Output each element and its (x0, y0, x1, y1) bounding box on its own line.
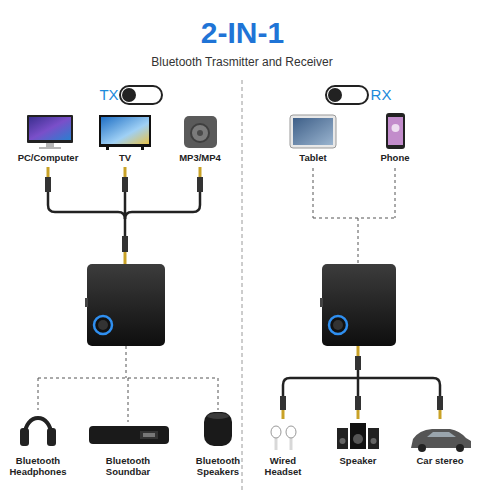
device-label: MP3/MP4 (165, 152, 235, 163)
divider-line (242, 80, 243, 492)
device-label-box: Speaker (328, 455, 388, 466)
device-label-box: Tablet (283, 152, 343, 163)
device-label: Bluetooth Headphones (6, 455, 70, 478)
tx-toggle (120, 86, 162, 104)
headphones-icon (20, 418, 56, 446)
speaker-set-icon (337, 423, 379, 449)
phone-icon (386, 113, 405, 149)
device-label: TV (95, 152, 155, 163)
device-label-box: MP3/MP4 (165, 152, 235, 163)
device-label: Car stereo (405, 455, 475, 466)
subtitle: Bluetooth Trasmitter and Receiver (92, 55, 392, 69)
tv-icon (99, 115, 151, 150)
device-label-box: Phone (365, 152, 425, 163)
mode-label: TX (0, 86, 259, 103)
earbuds-icon (271, 426, 296, 450)
bluetooth-links-rx (313, 168, 395, 264)
mp3-icon (184, 116, 217, 148)
soundbar-icon (89, 426, 169, 444)
tx-input-cables (45, 167, 203, 264)
device-label: Wired Headset (258, 455, 308, 478)
device-label-box: Car stereo (405, 455, 475, 466)
device-label-box: Wired Headset (258, 455, 308, 478)
device-label-box: TV (95, 152, 155, 163)
mode-label: RX (231, 86, 485, 103)
device-label: Bluetooth Speakers (186, 455, 250, 478)
device-label-box: Bluetooth Speakers (186, 455, 250, 478)
tablet-icon (290, 115, 336, 148)
transmitter-adapter (85, 264, 165, 346)
car-icon (411, 429, 471, 452)
device-label-box: Bluetooth Soundbar (96, 455, 160, 478)
page-title: 2-IN-1 (0, 16, 485, 50)
pc-icon (27, 115, 73, 149)
device-label: Tablet (283, 152, 343, 163)
receiver-adapter (320, 264, 396, 346)
device-label-box: PC/Computer (12, 152, 84, 163)
rx-output-cables (280, 346, 443, 419)
device-label: PC/Computer (12, 152, 84, 163)
bluetooth-links-tx (38, 346, 218, 422)
device-label: Speaker (328, 455, 388, 466)
rx-toggle (326, 86, 368, 104)
device-label-box: Bluetooth Headphones (6, 455, 70, 478)
device-label: Phone (365, 152, 425, 163)
device-label: Bluetooth Soundbar (96, 455, 160, 478)
bt-speaker-icon (204, 412, 232, 446)
